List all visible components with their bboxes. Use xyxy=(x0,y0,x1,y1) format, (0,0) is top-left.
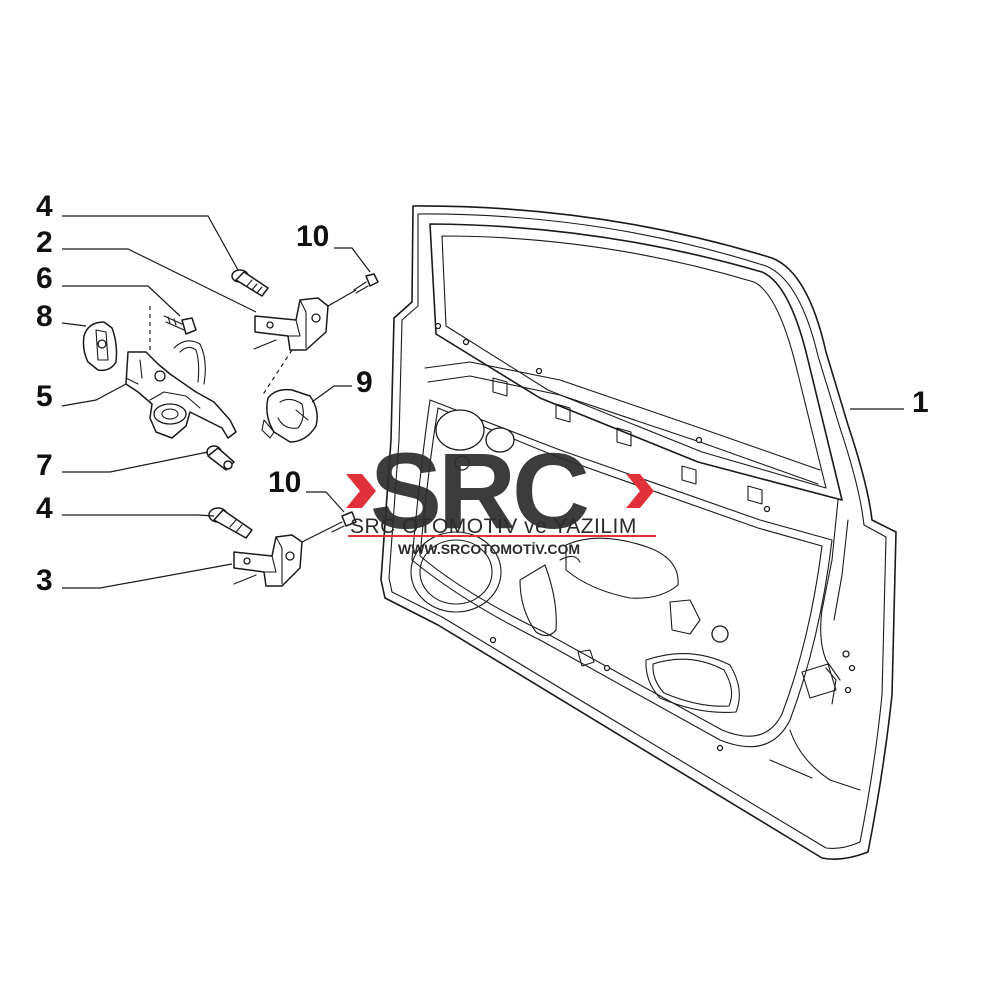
callout-10-lower: 10 xyxy=(268,466,301,499)
hinge-bolt-upper xyxy=(231,269,269,297)
callout-4-lower: 4 xyxy=(36,492,53,525)
chevron-right-icon xyxy=(626,474,654,508)
leader-8 xyxy=(61,322,87,327)
leader-lines xyxy=(61,215,904,589)
leader-7 xyxy=(62,451,209,473)
door-screw-upper xyxy=(353,273,379,294)
watermark-company: SRC OTOMOTİV ve YAZILIM xyxy=(350,515,637,538)
callout-10-upper: 10 xyxy=(296,220,329,253)
leader-5 xyxy=(61,383,127,407)
callout-4-upper: 4 xyxy=(36,190,53,223)
hinge-bolt-lower xyxy=(208,507,253,539)
leader-10a xyxy=(334,247,371,273)
leader-4a xyxy=(62,215,239,271)
watermark-logo: SRC SRC OTOMOTİV ve YAZILIM WWW.SRCOTOMO… xyxy=(346,430,656,557)
door-panel xyxy=(380,205,897,860)
leader-3 xyxy=(62,563,233,589)
callout-6: 6 xyxy=(36,262,53,295)
leader-6 xyxy=(62,285,181,317)
check-strap-screw xyxy=(163,315,197,335)
callout-8: 8 xyxy=(36,300,53,333)
check-strap-seal xyxy=(82,321,118,372)
callout-numbers: 1 2 3 4 4 5 6 7 8 9 10 10 xyxy=(36,190,929,597)
callout-9: 9 xyxy=(356,366,373,399)
door-check-strap xyxy=(125,340,237,439)
upper-hinge xyxy=(253,297,329,351)
chevron-right-icon xyxy=(346,474,376,508)
door-screw-lower xyxy=(329,511,357,533)
leader-10b xyxy=(306,491,345,513)
check-strap-bolt xyxy=(206,445,235,471)
lower-hinge xyxy=(233,534,303,587)
watermark-url: WWW.SRCOTOMOTİV.COM xyxy=(398,541,580,557)
callout-2: 2 xyxy=(36,226,53,259)
leader-9 xyxy=(311,385,352,403)
callout-3: 3 xyxy=(36,564,53,597)
callout-7: 7 xyxy=(36,449,53,482)
grommet xyxy=(261,388,318,443)
callout-5: 5 xyxy=(36,380,53,413)
callout-1: 1 xyxy=(912,386,929,419)
watermark-logo-text: SRC xyxy=(370,430,588,551)
leader-2 xyxy=(62,248,257,313)
leader-4b xyxy=(62,514,215,517)
